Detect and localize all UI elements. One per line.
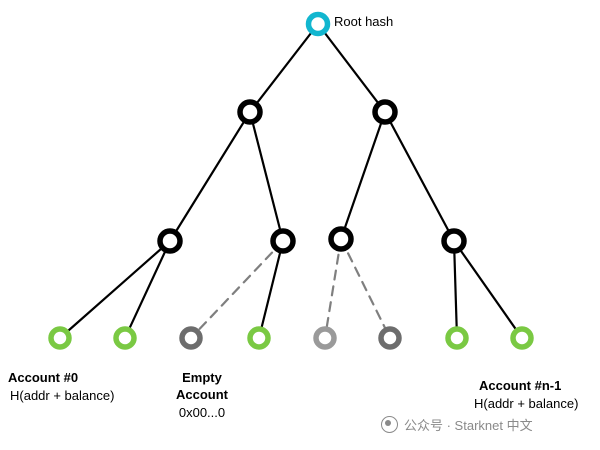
- node-L1-0: [237, 99, 263, 125]
- edge-L2-1-leaf-3: [257, 239, 285, 340]
- leaf-node-6: [445, 326, 469, 350]
- edge-L1-0-L2-0: [168, 110, 252, 243]
- leaf-node-3: [247, 326, 271, 350]
- edge-L1-0-L2-1: [248, 110, 285, 243]
- empty-account-value: 0x00...0: [178, 405, 226, 420]
- account-avatar-icon: [381, 416, 398, 433]
- edge-L2-1-leaf-2: [189, 239, 285, 340]
- watermark: 公众号 · Starknet 中文: [381, 415, 533, 434]
- leaf-node-4: [313, 326, 337, 350]
- leaf-node-7: [510, 326, 534, 350]
- edge-L2-0-leaf-1: [123, 239, 172, 340]
- empty-account-label-line1: Empty: [182, 370, 222, 385]
- empty-account-label-line2: Account: [176, 387, 228, 402]
- leaf-node-1: [113, 326, 137, 350]
- watermark-text: 公众号 · Starknet 中文: [404, 418, 533, 433]
- edge-L2-3-leaf-6: [452, 239, 459, 340]
- edge-L2-2-leaf-4: [323, 237, 343, 340]
- account-0-formula: H(addr + balance): [10, 388, 115, 403]
- edge-root-L1-1: [316, 22, 387, 114]
- node-L2-3: [441, 228, 467, 254]
- account-n-label: Account #n-1: [479, 378, 562, 393]
- node-L1-1: [372, 99, 398, 125]
- root-hash-label: Root hash: [334, 14, 394, 29]
- leaf-node-5: [378, 326, 402, 350]
- edge-L1-1-L2-2: [339, 110, 387, 241]
- leaf-node-0: [48, 326, 72, 350]
- edge-root-L1-0: [248, 22, 320, 114]
- edge-L1-1-L2-3: [383, 110, 456, 243]
- edge-L2-3-leaf-7: [452, 239, 524, 340]
- node-L2-0: [157, 228, 183, 254]
- node-L2-2: [328, 226, 354, 252]
- edge-L2-2-leaf-5: [339, 237, 392, 340]
- tree-nodes: [48, 11, 534, 350]
- account-n-formula: H(addr + balance): [474, 396, 579, 411]
- tree-edges: [58, 22, 524, 340]
- node-L2-1: [270, 228, 296, 254]
- leaf-node-2: [179, 326, 203, 350]
- node-root: [305, 11, 331, 37]
- edge-L2-0-leaf-0: [58, 239, 172, 340]
- account-0-label: Account #0: [8, 370, 79, 385]
